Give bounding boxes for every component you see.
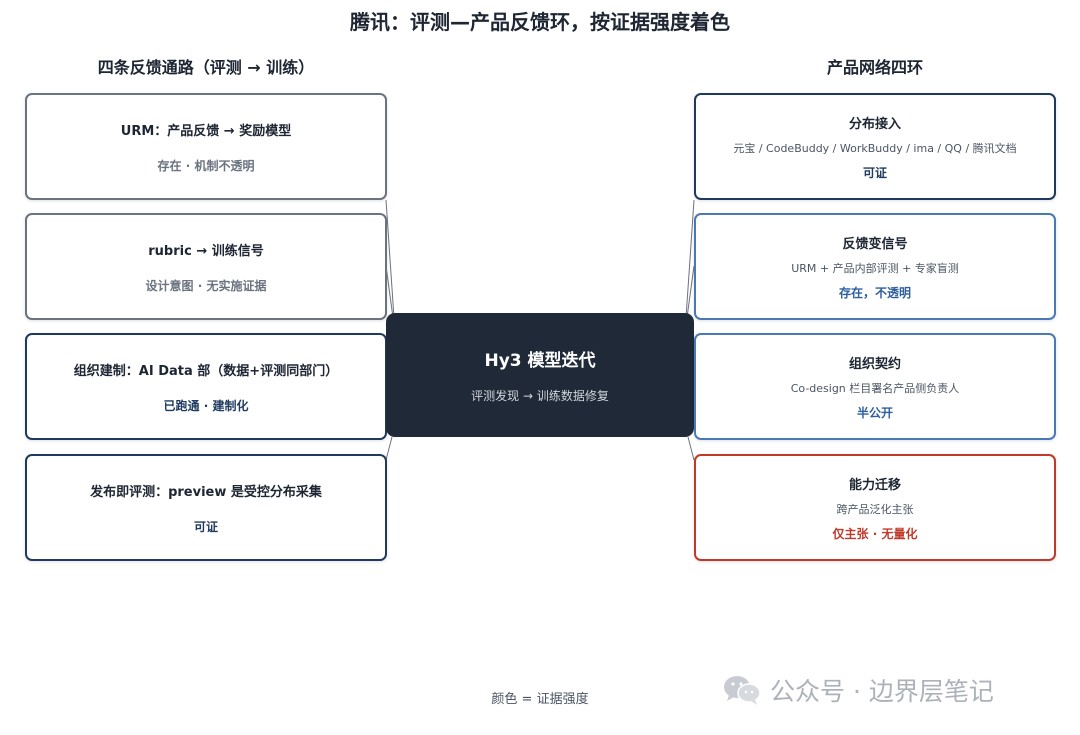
connector-right-1: [685, 199, 695, 319]
center-node: Hy3 模型迭代 评测发现 → 训练数据修复: [386, 313, 694, 437]
right-card-status: 仅主张 · 无量化: [832, 526, 918, 541]
left-card-status: 已跑通 · 建制化: [163, 398, 249, 413]
left-card-status: 可证: [193, 519, 218, 534]
right-card-distribution: 分布接入 元宝 / CodeBuddy / WorkBuddy / ima / …: [694, 93, 1056, 200]
diagram-title: 腾讯：评测—产品反馈环，按证据强度着色: [350, 10, 730, 34]
left-card-status: 设计意图 · 无实施证据: [145, 278, 267, 293]
right-card-transfer: 能力迁移 跨产品泛化主张 仅主张 · 无量化: [694, 454, 1056, 561]
left-card-org: 组织建制：AI Data 部（数据+评测同部门） 已跑通 · 建制化: [25, 333, 387, 440]
left-card-title: URM：产品反馈 → 奖励模型: [120, 123, 292, 139]
right-card-title: 分布接入: [848, 116, 901, 132]
watermark-text: 公众号 · 边界层笔记: [770, 677, 994, 706]
right-card-feedback: 反馈变信号 URM + 产品内部评测 + 专家盲测 存在，不透明: [694, 213, 1056, 320]
legend-note: 颜色 = 证据强度: [491, 692, 589, 707]
right-card-subtitle: Co-design 栏目署名产品侧负责人: [790, 381, 960, 395]
left-column-heading: 四条反馈通路（评测 → 训练）: [97, 58, 315, 77]
connector-right-4: [687, 436, 695, 461]
left-card-urm: URM：产品反馈 → 奖励模型 存在 · 机制不透明: [25, 93, 387, 200]
center-subtitle: 评测发现 → 训练数据修复: [471, 389, 609, 403]
left-card-preview: 发布即评测：preview 是受控分布采集 可证: [25, 454, 387, 561]
right-card-status: 半公开: [856, 405, 893, 420]
left-card-rubric: rubric → 训练信号 设计意图 · 无实施证据: [25, 213, 387, 320]
right-card-status: 可证: [862, 165, 887, 180]
right-card-subtitle: URM + 产品内部评测 + 专家盲测: [791, 261, 959, 275]
left-card-status: 存在 · 机制不透明: [157, 158, 255, 173]
right-card-title: 组织契约: [848, 356, 901, 372]
right-card-title: 反馈变信号: [842, 236, 908, 252]
wechat-icon: [724, 676, 761, 705]
left-card-title: 发布即评测：preview 是受控分布采集: [90, 484, 322, 500]
left-card-title: 组织建制：AI Data 部（数据+评测同部门）: [73, 363, 339, 379]
right-card-title: 能力迁移: [848, 477, 901, 493]
left-card-title: rubric → 训练信号: [148, 243, 264, 259]
right-card-contract: 组织契约 Co-design 栏目署名产品侧负责人 半公开: [694, 333, 1056, 440]
watermark: 公众号 · 边界层笔记: [722, 672, 994, 708]
connector-left-1: [385, 199, 395, 319]
connector-left-4: [385, 436, 393, 461]
right-card-subtitle: 跨产品泛化主张: [836, 502, 914, 516]
center-title: Hy3 模型迭代: [484, 351, 596, 371]
right-card-status: 存在，不透明: [838, 285, 911, 300]
right-column-heading: 产品网络四环: [826, 58, 923, 77]
right-card-subtitle: 元宝 / CodeBuddy / WorkBuddy / ima / QQ / …: [733, 141, 1017, 155]
